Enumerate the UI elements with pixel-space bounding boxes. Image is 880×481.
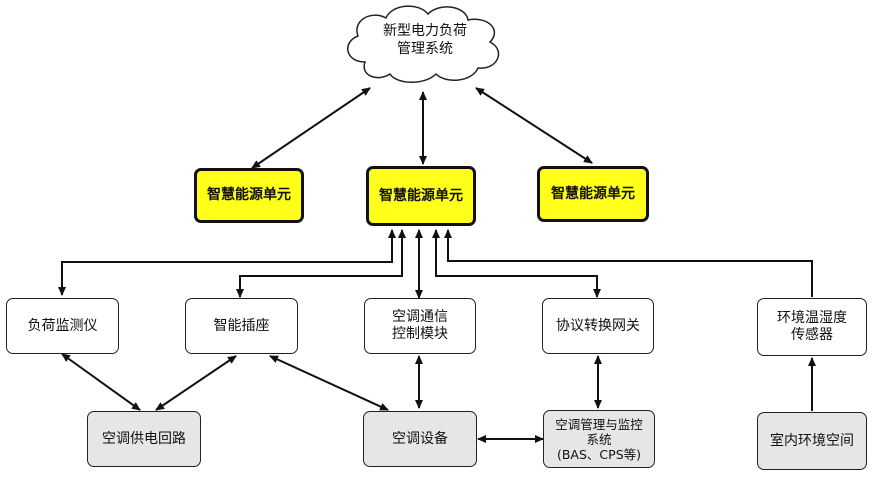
cloud-label-line1: 新型电力负荷 (383, 23, 467, 39)
link-seu-gateway (432, 229, 601, 298)
link-smart-socket-power-circuit (155, 355, 237, 411)
ac-power-circuit-box: 空调供电回路 (87, 411, 201, 467)
ac-comm-label-line1: 空调通信 (392, 309, 448, 325)
env-sensor-label-line2: 传感器 (791, 327, 833, 343)
smart-socket-label: 智能插座 (213, 317, 270, 334)
cloud-label-line2: 管理系统 (397, 41, 453, 57)
link-cloud-seu-left (251, 87, 371, 169)
link-seu-load-monitor (58, 229, 396, 296)
env-sensor-box: 环境温湿度 传感器 (757, 298, 867, 356)
ac-power-circuit-label: 空调供电回路 (102, 430, 186, 447)
seu-center: 智慧能源单元 (366, 166, 476, 226)
ac-mgmt-system-box: 空调管理与监控 系统 (BAS、CPS等) (543, 410, 655, 468)
seu-right-label: 智慧能源单元 (551, 185, 635, 202)
link-smart-socket-ac-equipment (269, 355, 389, 411)
link-load-monitor-power-circuit (61, 353, 141, 411)
seu-right: 智慧能源单元 (537, 166, 649, 222)
seu-center-label: 智慧能源单元 (379, 187, 463, 204)
ac-comm-module-box: 空调通信 控制模块 (364, 298, 476, 354)
ac-equipment-box: 空调设备 (363, 411, 477, 467)
cloud-label: 新型电力负荷 管理系统 (350, 22, 500, 58)
seu-left: 智慧能源单元 (194, 168, 304, 223)
ac-comm-label-line2: 控制模块 (392, 326, 448, 342)
indoor-space-label: 室内环境空间 (770, 432, 854, 449)
ac-mgmt-label-line2: 系统 (586, 431, 612, 447)
env-sensor-label-line1: 环境温湿度 (777, 310, 847, 326)
link-seu-env-sensor (444, 229, 813, 297)
link-seu-smart-socket (236, 229, 406, 298)
protocol-gateway-box: 协议转换网关 (542, 298, 654, 354)
cloud-shape (347, 5, 500, 83)
link-cloud-seu-right (475, 87, 593, 164)
indoor-space-box: 室内环境空间 (757, 412, 867, 470)
ac-mgmt-label-line3: (BAS、CPS等) (556, 446, 641, 462)
smart-socket-box: 智能插座 (185, 298, 298, 354)
seu-left-label: 智慧能源单元 (207, 187, 291, 203)
ac-equipment-label: 空调设备 (392, 430, 448, 447)
load-monitor-label: 负荷监测仪 (27, 317, 98, 334)
load-monitor-box: 负荷监测仪 (6, 298, 119, 354)
protocol-gateway-label: 协议转换网关 (556, 317, 640, 334)
ac-mgmt-label-line1: 空调管理与监控 (555, 416, 643, 432)
